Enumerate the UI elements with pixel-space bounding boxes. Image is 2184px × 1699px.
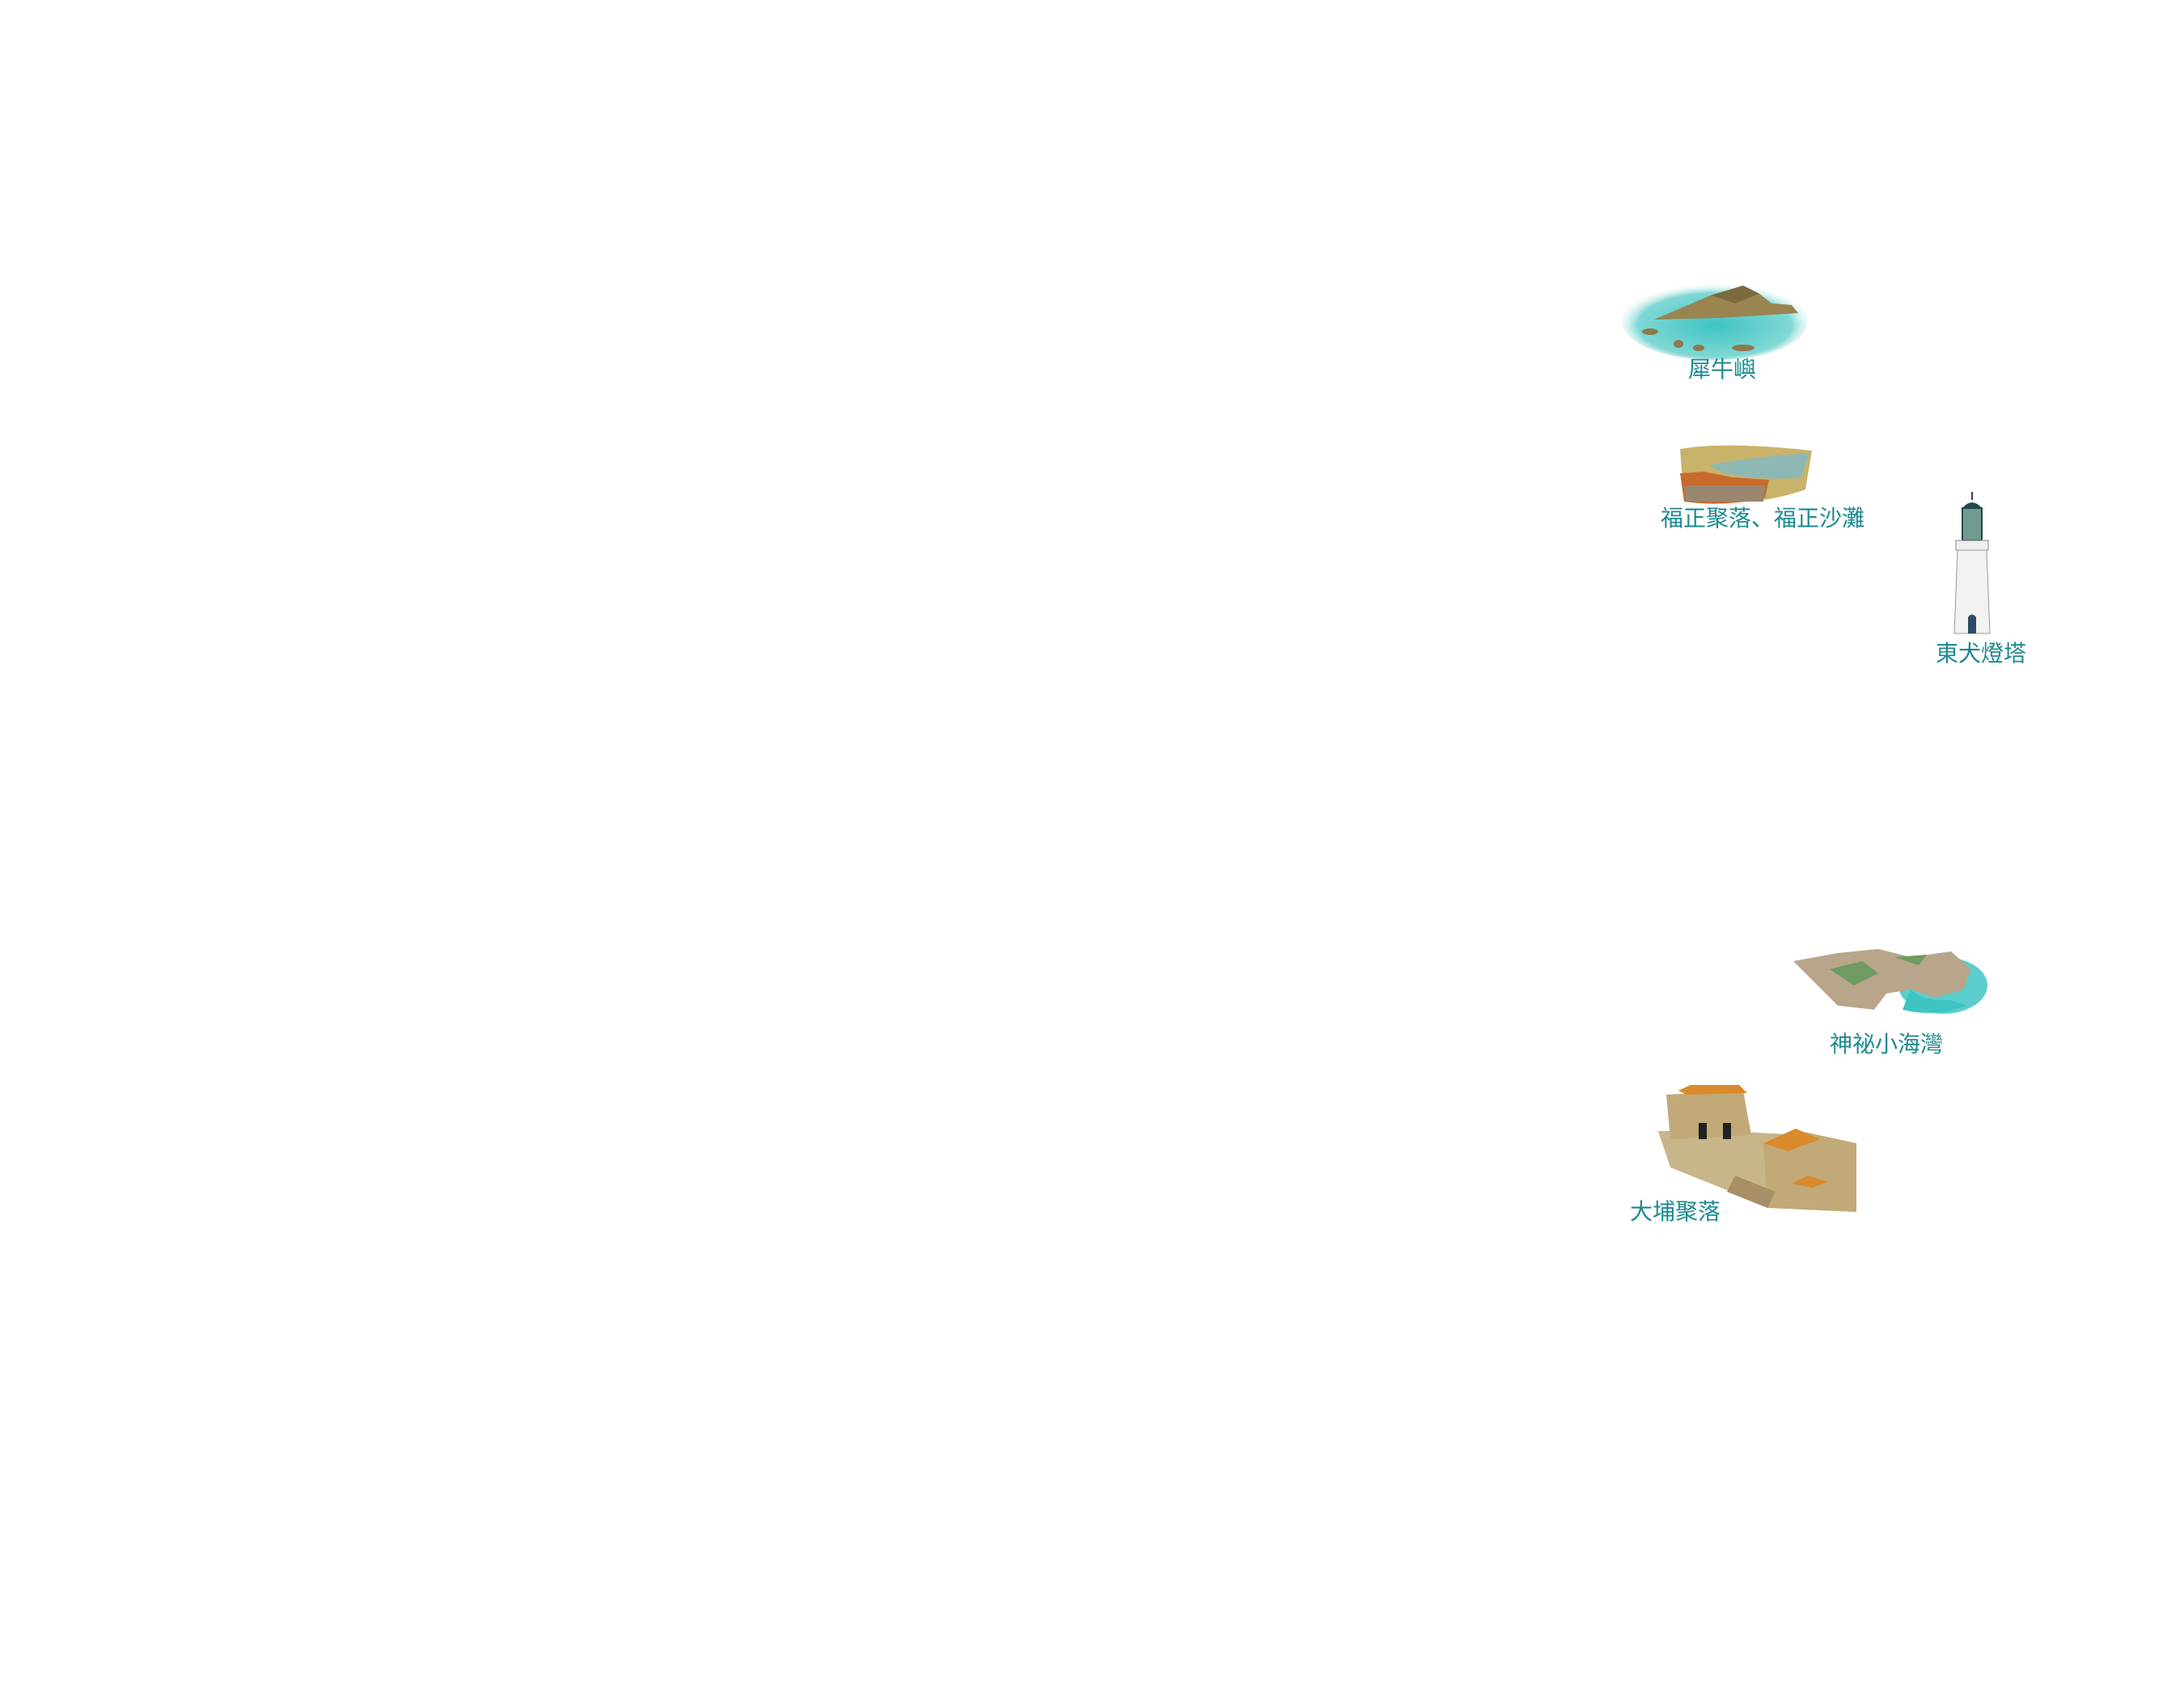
landmark-label[interactable]: 犀牛嶼 — [1688, 356, 1757, 383]
stone-houses-illustration-icon[interactable] — [1654, 1078, 1863, 1212]
village-beach-illustration-icon[interactable] — [1676, 441, 1812, 507]
cove-illustration-icon[interactable] — [1789, 945, 1991, 1018]
landmark-label[interactable]: 神祕小海灣 — [1830, 1031, 1944, 1057]
lighthouse-illustration-icon[interactable] — [1948, 492, 1996, 638]
landmark-label[interactable]: 福正聚落、福正沙灘 — [1661, 505, 1865, 532]
island-illustration-icon[interactable] — [1622, 271, 1812, 360]
landmark-label[interactable]: 東犬燈塔 — [1936, 640, 2027, 667]
landmark-label[interactable]: 大埔聚落 — [1630, 1198, 1721, 1225]
